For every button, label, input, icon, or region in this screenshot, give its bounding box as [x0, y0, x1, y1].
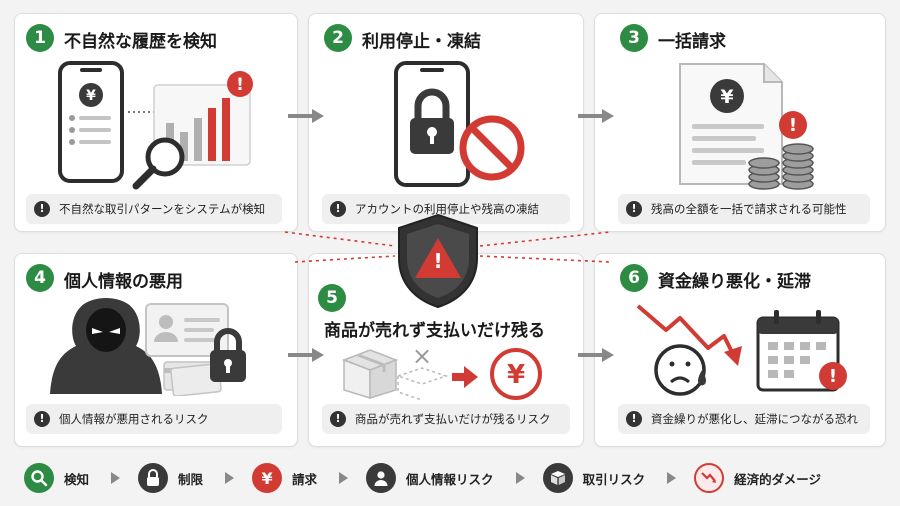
legend-item-restrict: 制限: [138, 463, 203, 493]
step-6-title: 資金繰り悪化・延滞: [658, 272, 811, 292]
legend-label-billing: 請求: [292, 471, 318, 487]
legend-label-restrict: 制限: [178, 471, 204, 487]
legend-separator: [339, 472, 349, 484]
alert-icon: !: [330, 201, 346, 217]
step-4-note: ! 個人情報が悪用されるリスク: [26, 404, 282, 434]
step-4-note-text: 個人情報が悪用されるリスク: [59, 412, 209, 426]
legend-item-detect: 検知: [24, 463, 89, 493]
step-5-number: 5: [318, 284, 346, 312]
hacker-idcard-lock-icon: [50, 298, 246, 396]
sad-face-calendar-icon: !: [636, 304, 847, 396]
step-3-note: ! 残高の全額を一括で請求される可能性: [618, 194, 870, 224]
step-6-note: ! 資金繰りが悪化し、延滞につながる恐れ: [618, 404, 870, 434]
svg-text:!: !: [236, 75, 244, 95]
legend-item-transaction: 取引リスク: [542, 463, 646, 493]
phone-chart-search-icon: ¥ !: [58, 61, 253, 190]
legend-separator: [111, 472, 121, 484]
svg-text:¥: ¥: [86, 88, 96, 104]
arrow-5-to-6: [578, 348, 614, 362]
step-2-note: ! アカウントの利用停止や残高の凍結: [322, 194, 570, 224]
step-1-title: 不自然な履歴を検知: [64, 32, 217, 52]
phone-lock-prohibited-icon: [394, 61, 525, 187]
svg-text:!: !: [829, 366, 837, 387]
step-3-title: 一括請求: [658, 32, 726, 52]
arrow-1-to-2: [288, 109, 324, 123]
legend-separator: [667, 472, 677, 484]
alert-icon: !: [626, 201, 642, 217]
legend-item-personal-info: 個人情報リスク: [366, 463, 494, 493]
box-icon: [542, 463, 573, 493]
alert-icon: !: [330, 411, 346, 427]
step-5-note-text: 商品が売れず支払いだけが残るリスク: [355, 412, 551, 426]
legend-label-transaction: 取引リスク: [582, 471, 646, 487]
person-icon: [366, 463, 397, 493]
step-2-note-text: アカウントの利用停止や残高の凍結: [355, 202, 539, 216]
step-2-number: 2: [324, 24, 352, 52]
lock-icon: [138, 463, 169, 493]
legend-label-detect: 検知: [64, 471, 90, 487]
legend: 検知 制限 ¥ 請求 個人情報リスク 取引リスク 経済的ダメージ: [24, 460, 876, 496]
legend-separator: [225, 472, 235, 484]
step-6-number: 6: [620, 264, 648, 292]
step-2-title: 利用停止・凍結: [362, 32, 481, 52]
arrow-4-to-5: [288, 348, 324, 362]
shield-warning-mark: !: [433, 249, 443, 273]
step-1-note: ! 不自然な取引パターンをシステムが検知: [26, 194, 282, 224]
box-yen-icon: × ¥: [341, 342, 542, 400]
step-6-note-text: 資金繰りが悪化し、延滞につながる恐れ: [651, 412, 858, 426]
step-3-note-text: 残高の全額を一括で請求される可能性: [651, 202, 847, 216]
step-5-note: ! 商品が売れず支払いだけが残るリスク: [322, 404, 570, 434]
step-5-title: 商品が売れず支払いだけ残る: [324, 321, 545, 341]
alert-icon: !: [34, 201, 50, 217]
step-4-number: 4: [26, 264, 54, 292]
svg-text:¥: ¥: [507, 360, 525, 390]
invoice-yen-coins-icon: ¥ !: [679, 63, 814, 190]
shield-warning-icon: [398, 213, 478, 309]
svg-text:×: ×: [412, 342, 432, 370]
svg-text:¥: ¥: [720, 86, 733, 108]
trend-down-icon: [694, 463, 725, 493]
step-1-number: 1: [26, 24, 54, 52]
legend-item-billing: ¥ 請求: [252, 463, 317, 493]
svg-text:!: !: [789, 115, 797, 136]
legend-separator: [515, 472, 525, 484]
step-3-number: 3: [620, 24, 648, 52]
alert-icon: !: [626, 411, 642, 427]
search-icon: [24, 463, 54, 493]
alert-icon: !: [34, 411, 50, 427]
yen-icon: ¥: [252, 463, 283, 493]
step-1-note-text: 不自然な取引パターンをシステムが検知: [59, 202, 266, 216]
arrow-2-to-3: [578, 109, 614, 123]
step-4-title: 個人情報の悪用: [64, 272, 183, 292]
legend-item-economic-damage: 経済的ダメージ: [694, 463, 821, 493]
legend-label-economic-damage: 経済的ダメージ: [734, 471, 821, 487]
legend-label-personal-info: 個人情報リスク: [406, 471, 494, 487]
